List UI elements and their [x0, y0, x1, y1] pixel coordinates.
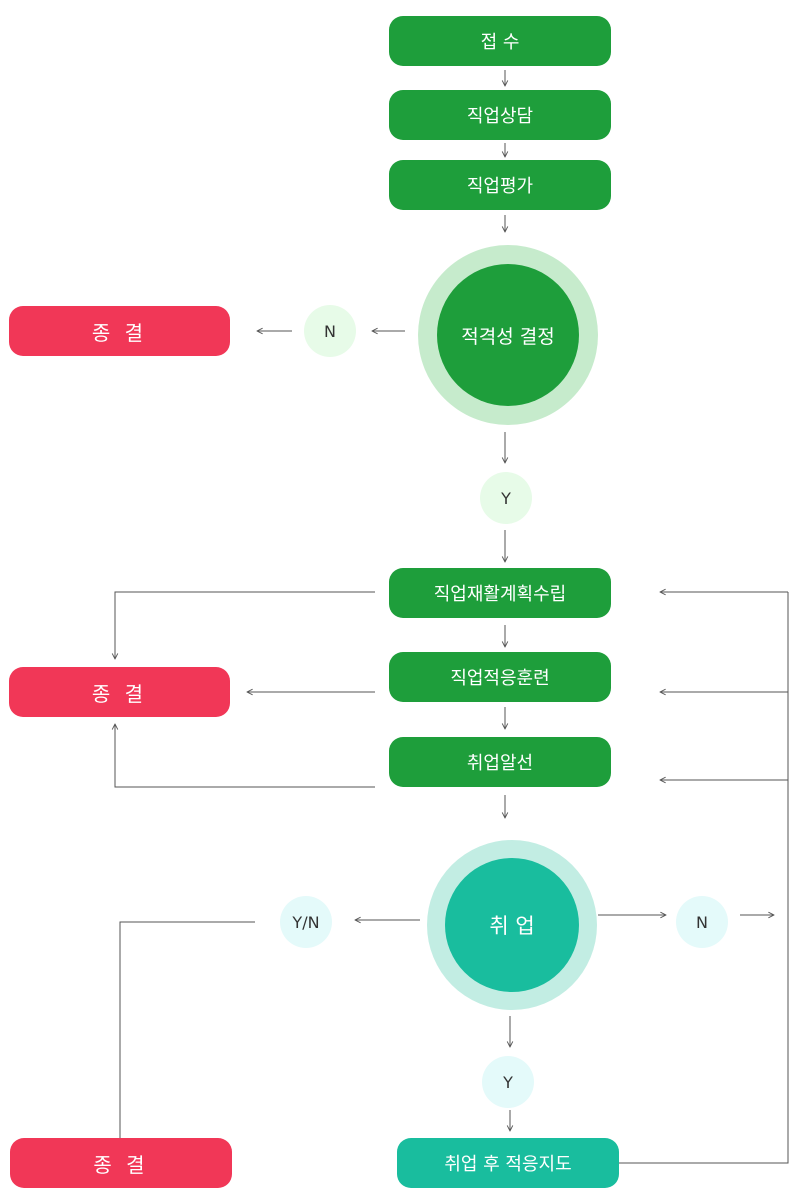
step-counseling: 직업상담 — [389, 90, 611, 140]
connector-placement-termination — [115, 724, 375, 788]
employment-yn-badge: Y/N — [280, 896, 332, 948]
employment-ring: 취 업 — [427, 840, 597, 1010]
termination-bottom: 종 결 — [10, 1138, 232, 1188]
employment-no-badge: N — [676, 896, 728, 948]
employment-decision: 취 업 — [445, 858, 579, 992]
step-followup: 취업 후 적응지도 — [397, 1138, 619, 1188]
eligibility-no-badge: N — [304, 305, 356, 357]
termination-top: 종 결 — [9, 306, 230, 356]
step-reception: 접 수 — [389, 16, 611, 66]
step-training: 직업적응훈련 — [389, 652, 611, 702]
eligibility-decision: 적격성 결정 — [437, 264, 579, 406]
connector-plan-termination — [115, 591, 375, 659]
connector-yn-termination — [119, 921, 255, 1140]
connector-followup-loop — [618, 592, 789, 1164]
eligibility-ring: 적격성 결정 — [418, 245, 598, 425]
step-placement: 취업알선 — [389, 737, 611, 787]
step-evaluation: 직업평가 — [389, 160, 611, 210]
eligibility-yes-badge: Y — [480, 472, 532, 524]
step-plan: 직업재활계획수립 — [389, 568, 611, 618]
termination-middle: 종 결 — [9, 667, 230, 717]
employment-yes-badge: Y — [482, 1056, 534, 1108]
